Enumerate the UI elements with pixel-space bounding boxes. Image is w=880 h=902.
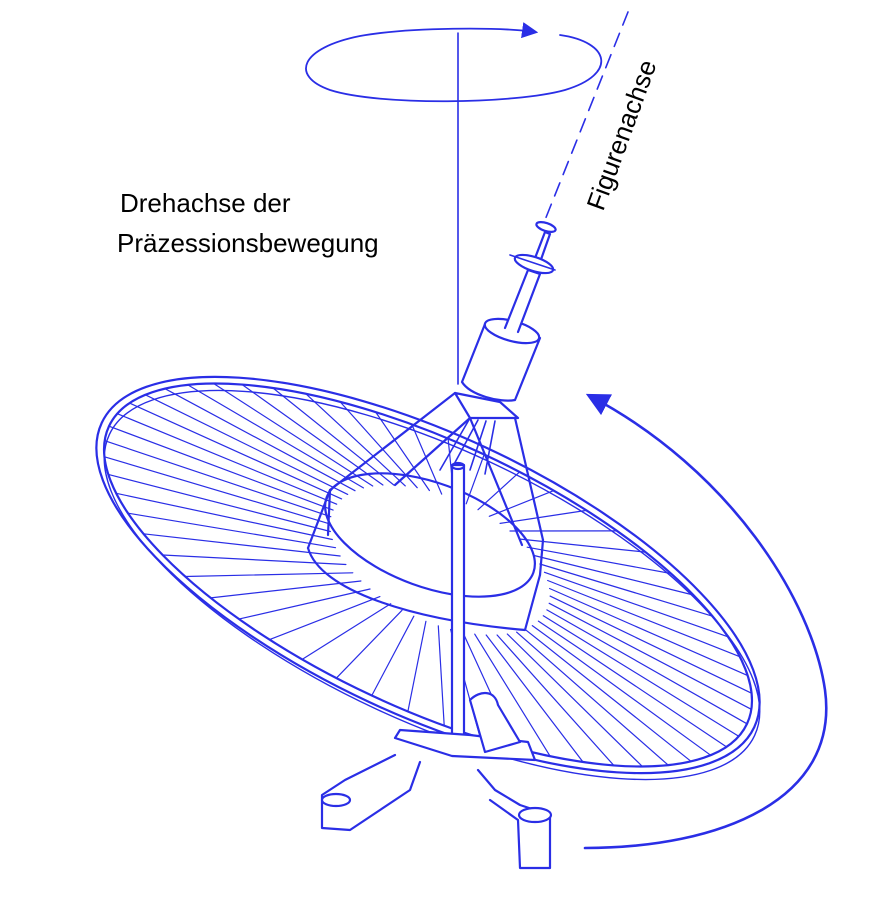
wheel-spoke [115, 492, 333, 541]
wheel-spoke [301, 603, 392, 661]
stand-top-plate [393, 728, 537, 762]
wheel-spoke [407, 620, 427, 713]
hub-base-opening [324, 472, 536, 598]
wheel-spoke [506, 633, 644, 768]
wheel-spoke [546, 609, 748, 725]
inner-struts [439, 417, 496, 475]
hub-base-bottom [306, 546, 542, 632]
adjust-screw [509, 254, 556, 271]
wheel-spoke [515, 631, 669, 766]
wheel-spoke [542, 615, 740, 737]
stand-foot-left [320, 792, 352, 808]
wheel-spoke [496, 634, 615, 767]
wheel-spoke [533, 554, 694, 596]
wheel-spoke [531, 624, 712, 756]
hub-cone-right [513, 416, 545, 542]
wheel-spoke [103, 456, 331, 525]
center-rod [450, 463, 466, 742]
wheel-spoke [547, 579, 741, 658]
rotation-axis-label-line2: Präzessionsbewegung [117, 228, 379, 258]
top-washer [535, 220, 557, 234]
wheel-spoke [485, 634, 584, 763]
stand-support-right [468, 692, 522, 754]
wheel-spoke [104, 440, 332, 518]
wheel-spoke [272, 387, 395, 486]
wheel-rim-inner [102, 382, 754, 768]
figure-axis-line [544, 11, 629, 221]
hub-base-band [326, 488, 545, 577]
stand-leg-left [320, 753, 422, 832]
wheel-spoke [526, 546, 672, 575]
wheel-spoke [524, 628, 692, 762]
wheel-spoke [437, 625, 445, 727]
wheel-spoke [305, 393, 406, 487]
wheel-spoke [238, 588, 371, 620]
wheel-spoke [548, 587, 749, 677]
wheel-spoke [371, 615, 415, 697]
center-rod-top [450, 461, 466, 471]
wheel-spoke [162, 554, 347, 566]
hub-cone-top [453, 391, 520, 420]
wheel-spoke [164, 388, 356, 492]
precession-ellipse [305, 22, 603, 103]
wheel-spoke [108, 425, 334, 511]
wheel-spoke [539, 563, 714, 617]
figure-axis-label: Figurenachse [580, 56, 662, 214]
wheel-spoke [187, 384, 364, 489]
wheel-spoke [549, 595, 753, 694]
stand-leg-right [476, 768, 552, 870]
wheel-spoke [127, 512, 337, 549]
wheel-spoke [465, 453, 485, 505]
wheel-spoke [339, 401, 418, 489]
wheel-spoke [488, 490, 555, 517]
wheel-spoke [474, 633, 551, 757]
wheel-spoke [269, 595, 381, 641]
wheel-spoke [144, 394, 349, 495]
wheel-spoke [518, 538, 646, 553]
spin-arrow [583, 393, 828, 850]
wheel-spoke [335, 609, 403, 679]
hub-cone-front [393, 416, 472, 487]
wheel-rim-outer [95, 375, 761, 775]
wheel-spoke [210, 580, 362, 599]
wheel-spoke [499, 509, 588, 525]
wheel-spoke [537, 620, 728, 748]
wheel-spoke [543, 571, 729, 638]
wheel-spoke [107, 473, 331, 533]
stand-foot-right [517, 806, 553, 824]
wheel-spoke [213, 382, 374, 487]
wheel-spoke [116, 413, 338, 505]
rotation-axis-label-line1: Drehachse der [120, 188, 291, 218]
wheel-spoke [548, 602, 752, 710]
wheel-spokes [103, 382, 753, 768]
wheel-spoke [142, 533, 341, 557]
axle-rod [503, 268, 542, 334]
wheel-spoke [128, 402, 343, 500]
wheel-rim-edge [103, 389, 761, 781]
